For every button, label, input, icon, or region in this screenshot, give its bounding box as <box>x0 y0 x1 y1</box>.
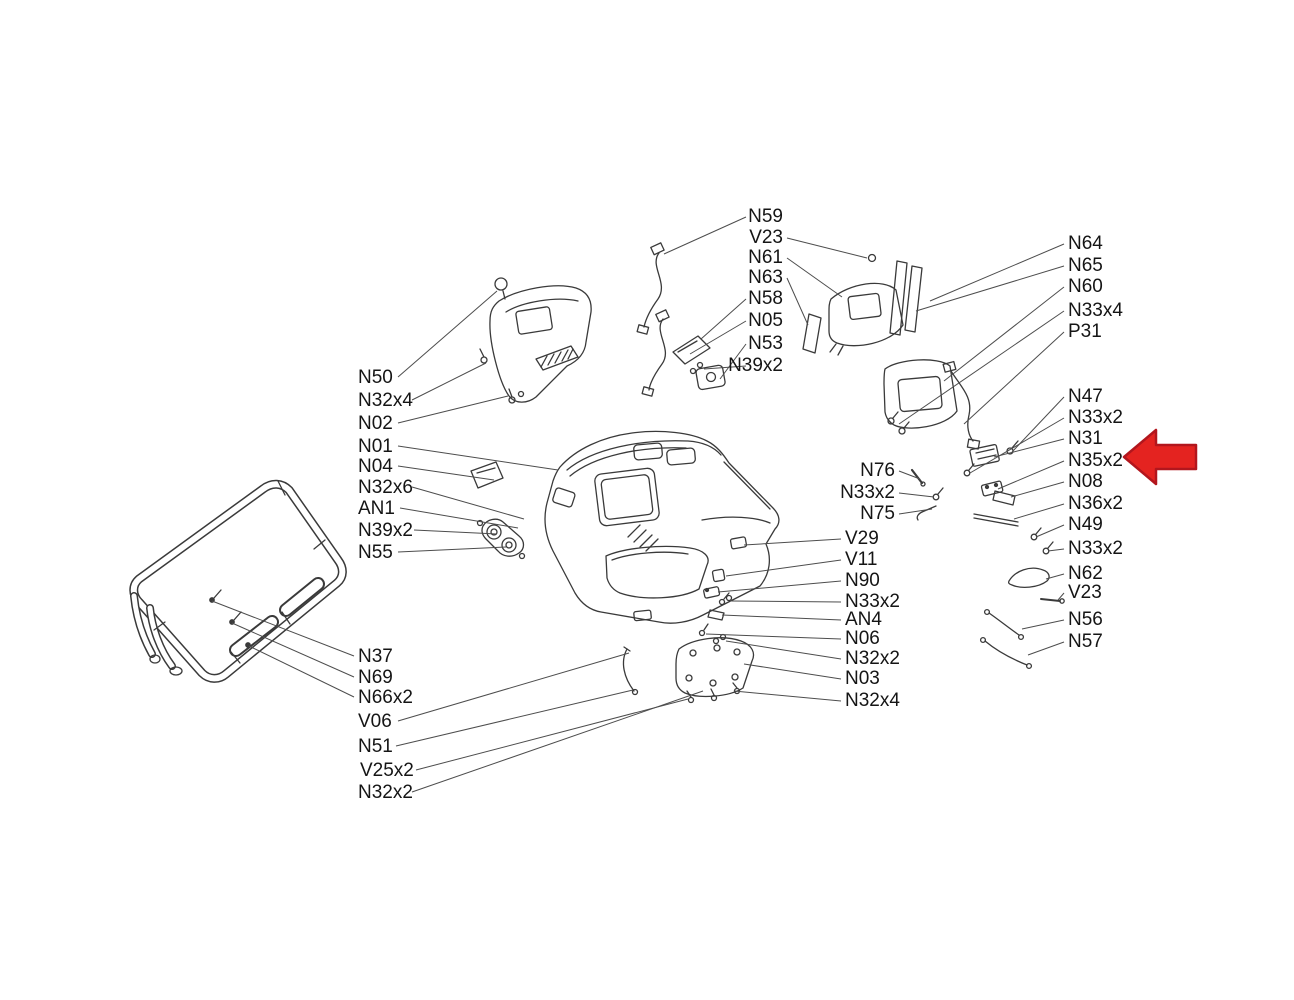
part-label: N61 <box>748 247 783 268</box>
part-label-highlighted: N35x2 <box>1068 450 1123 471</box>
pad-and-clamp-drawing <box>470 461 526 560</box>
part-label: N50 <box>358 367 393 388</box>
part-label: N53 <box>748 333 783 354</box>
part-label: N32x4 <box>845 690 900 711</box>
part-label: N64 <box>1068 233 1103 254</box>
part-label: N33x2 <box>1068 407 1123 428</box>
part-label: AN4 <box>845 609 882 630</box>
part-label: N57 <box>1068 631 1103 652</box>
part-label: N32x2 <box>358 782 413 803</box>
part-label: N39x2 <box>358 520 413 541</box>
part-label: AN1 <box>358 498 395 519</box>
part-label: N51 <box>358 736 393 757</box>
small-plate-parts-drawing <box>672 335 726 391</box>
part-label: N59 <box>748 206 783 227</box>
part-label: N32x4 <box>358 390 413 411</box>
main-console-drawing <box>544 430 780 624</box>
leader-lines <box>211 216 1065 793</box>
highlight-arrow-icon <box>1122 428 1198 486</box>
part-label: N56 <box>1068 609 1103 630</box>
part-label: N39x2 <box>728 355 783 376</box>
part-label: N90 <box>845 570 880 591</box>
part-label: N33x2 <box>845 591 900 612</box>
part-label: N66x2 <box>358 687 413 708</box>
part-label: N63 <box>748 267 783 288</box>
part-label: N36x2 <box>1068 493 1123 514</box>
part-label: N05 <box>748 310 783 331</box>
part-label: N62 <box>1068 563 1103 584</box>
part-label: V23 <box>749 227 783 248</box>
part-label: N55 <box>358 542 393 563</box>
console-hardware-drawing <box>622 536 748 696</box>
bottom-plate-drawing <box>675 637 755 704</box>
part-label: N32x2 <box>845 648 900 669</box>
right-panels-drawing <box>802 260 981 450</box>
part-label: N58 <box>748 288 783 309</box>
part-label: N31 <box>1068 428 1103 449</box>
part-label: N06 <box>845 628 880 649</box>
part-label: N32x6 <box>358 477 413 498</box>
part-label: N04 <box>358 456 393 477</box>
part-label: N01 <box>358 436 393 457</box>
part-label: N02 <box>358 413 393 434</box>
part-label: N33x4 <box>1068 300 1123 321</box>
part-label: N49 <box>1068 514 1103 535</box>
part-label: N03 <box>845 668 880 689</box>
part-label: N76 <box>860 460 895 481</box>
part-label: N75 <box>860 503 895 524</box>
part-label: P31 <box>1068 321 1102 342</box>
frame-assembly-drawing <box>129 479 347 683</box>
part-label: V23 <box>1068 582 1102 603</box>
cables-drawing <box>636 242 877 397</box>
console-hood-drawing <box>479 277 592 404</box>
part-label: V11 <box>845 549 878 570</box>
part-label: N60 <box>1068 276 1103 297</box>
part-label: N37 <box>358 646 393 667</box>
part-label: N69 <box>358 667 393 688</box>
part-label: V06 <box>358 711 392 732</box>
part-label: N08 <box>1068 471 1103 492</box>
part-label: V29 <box>845 528 879 549</box>
part-label: N65 <box>1068 255 1103 276</box>
part-label: N33x2 <box>840 482 895 503</box>
part-label: N47 <box>1068 386 1103 407</box>
part-label: N33x2 <box>1068 538 1123 559</box>
right-hardware-drawing <box>910 440 1065 670</box>
part-label: V25x2 <box>360 760 414 781</box>
